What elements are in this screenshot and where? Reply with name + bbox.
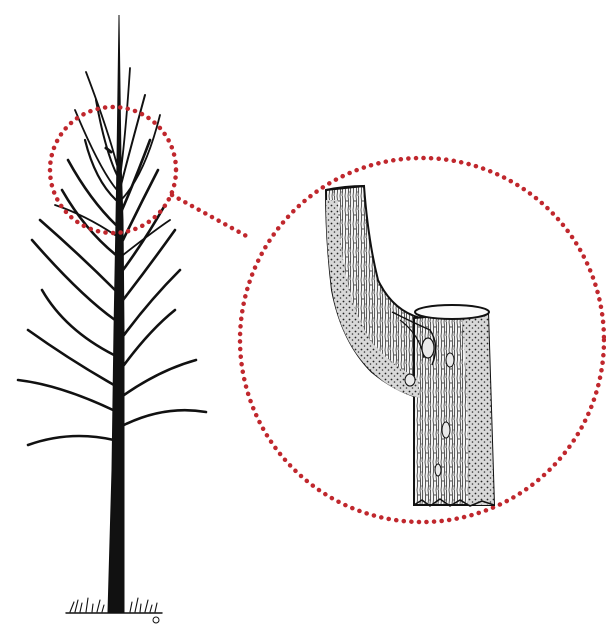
tree-branches <box>18 68 206 445</box>
callout-connector <box>172 195 250 238</box>
tree-trunk <box>108 15 124 612</box>
